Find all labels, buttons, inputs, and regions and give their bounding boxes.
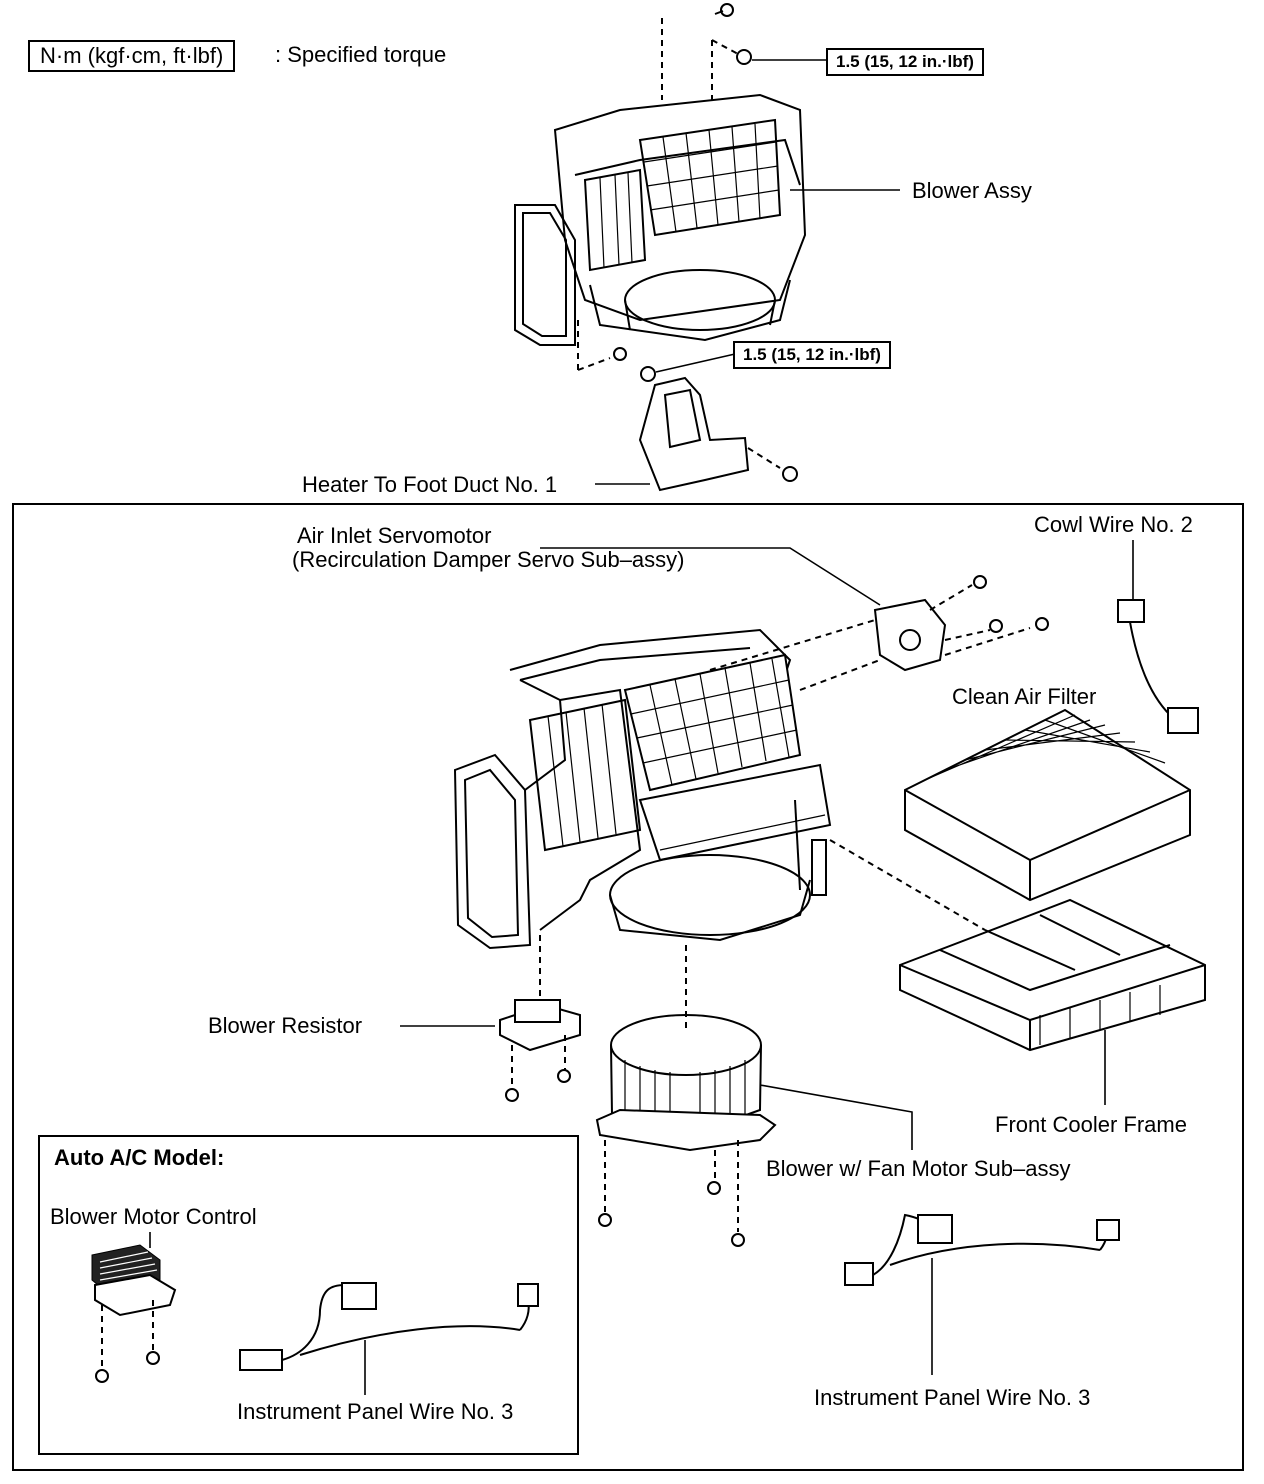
torque-spec-bottom: 1.5 (15, 12 in.·lbf) [733,341,891,369]
blower-assy-drawing [514,3,900,382]
label-front-cooler-frame: Front Cooler Frame [995,1112,1187,1137]
cowl-wire-drawing [1117,540,1199,734]
label-blower-assy: Blower Assy [912,178,1032,203]
label-clean-air-filter: Clean Air Filter [952,684,1097,709]
blower-fan-motor-drawing [595,945,913,1247]
torque-spec-top: 1.5 (15, 12 in.·lbf) [826,48,984,76]
main-component-frame [12,503,1244,1471]
torque-legend-text: : Specified torque [275,42,447,67]
blower-motor-control-drawing [91,1232,177,1383]
heater-foot-duct-drawing [595,376,798,492]
label-instrument-wire-right: Instrument Panel Wire No. 3 [814,1385,1091,1410]
instrument-wire-right-drawing [844,1213,1120,1375]
clean-air-filter-drawing [904,708,1191,902]
torque-legend-box: N·m (kgf·cm, ft·lbf) [28,40,236,72]
label-blower-resistor: Blower Resistor [208,1013,363,1038]
inset-title: Auto A/C Model: [54,1145,225,1170]
label-air-inlet-servomotor: Air Inlet Servomotor [297,523,492,548]
label-blower-fan-motor: Blower w/ Fan Motor Sub–assy [766,1156,1071,1181]
label-recirculation-damper-servo: (Recirculation Damper Servo Sub–assy) [292,547,685,572]
instrument-wire-inset-drawing [239,1282,539,1395]
label-instrument-wire-inset: Instrument Panel Wire No. 3 [237,1399,514,1424]
blower-resistor-drawing [400,935,581,1102]
front-cooler-frame-drawing [829,839,1206,1105]
label-heater-foot-duct: Heater To Foot Duct No. 1 [302,472,558,497]
blower-unit-drawing [453,547,1049,950]
label-cowl-wire: Cowl Wire No. 2 [1034,512,1193,537]
label-blower-motor-control: Blower Motor Control [50,1204,257,1229]
